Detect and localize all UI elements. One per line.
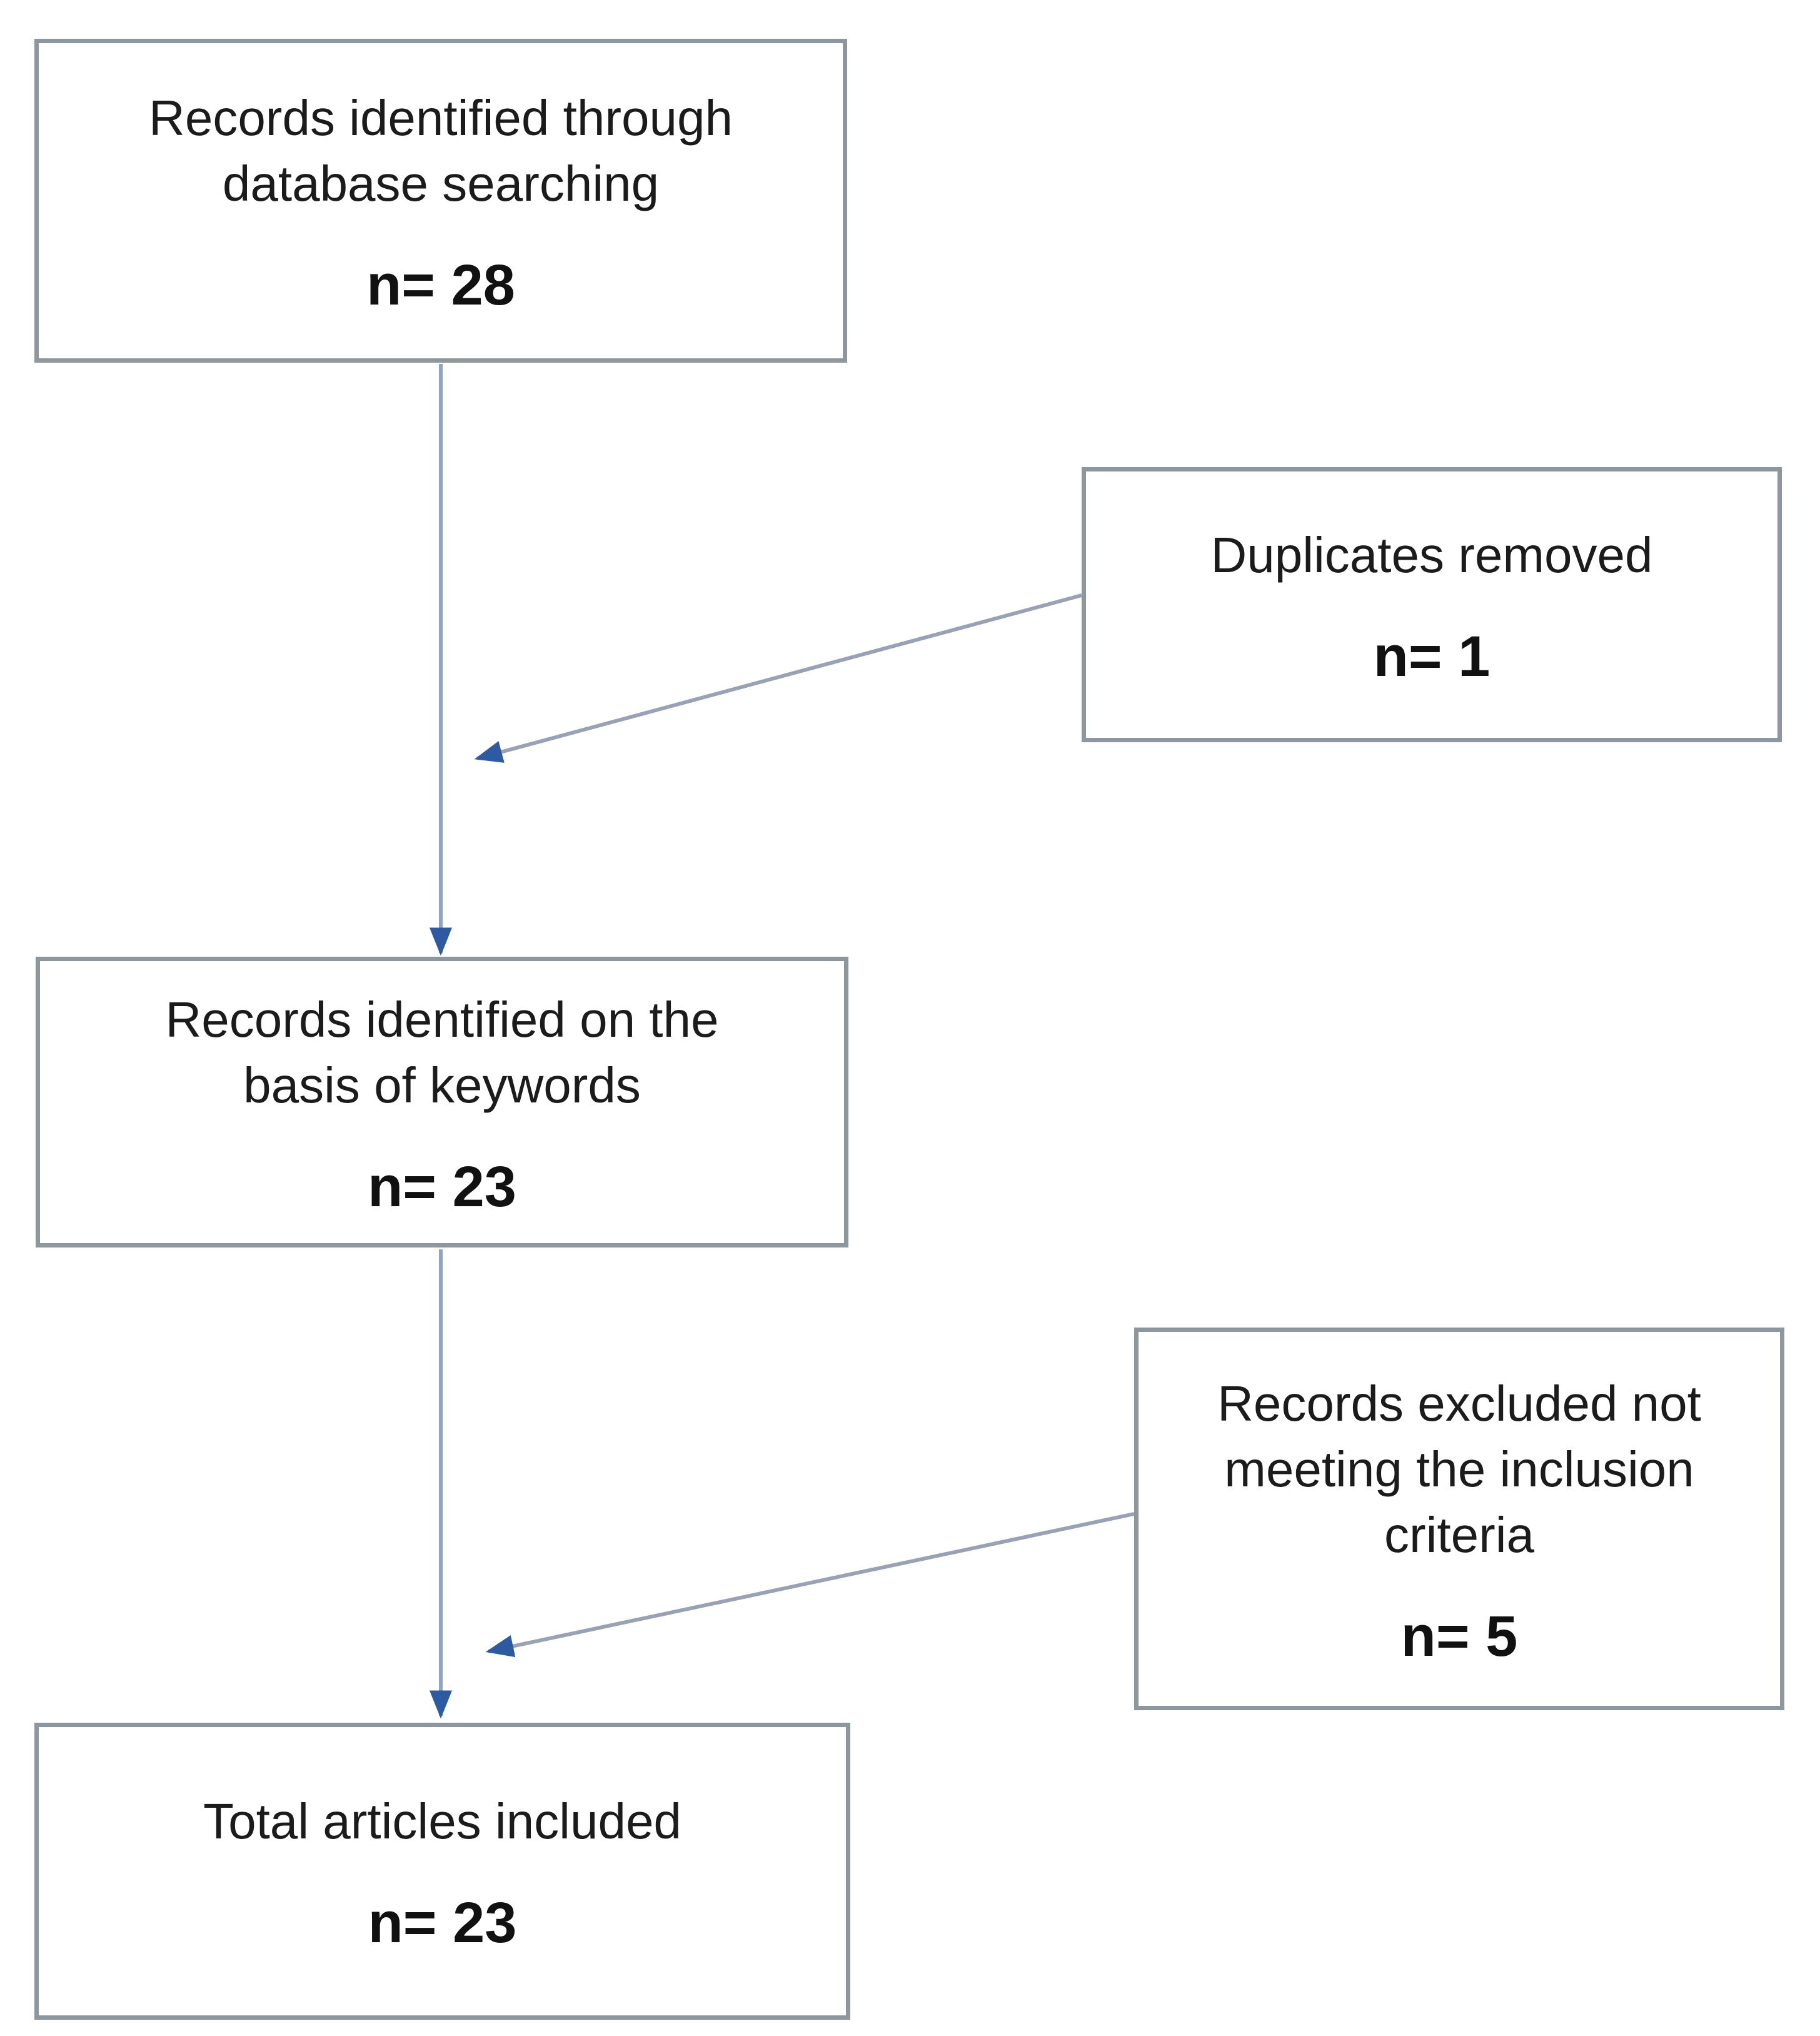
box-count: n= 28 bbox=[366, 253, 515, 317]
box-label: Records identified on the basis of keywo… bbox=[165, 991, 719, 1113]
box-count: n= 23 bbox=[368, 1891, 517, 1955]
box-total-articles-included: Total articles included n= 23 bbox=[34, 1723, 850, 2020]
arrow-excluded-to-flow bbox=[485, 1512, 1135, 1658]
box-records-excluded: Records excluded not meeting the inclusi… bbox=[1134, 1328, 1784, 1710]
box-count: n= 23 bbox=[368, 1154, 516, 1219]
box-label: Duplicates removed bbox=[1210, 527, 1653, 583]
box-count: n= 1 bbox=[1373, 624, 1491, 688]
box-label: Records identified through database sear… bbox=[149, 90, 733, 211]
arrow-duplicates-to-flow bbox=[474, 593, 1082, 763]
box-records-identified-database: Records identified through database sear… bbox=[34, 39, 847, 363]
box-records-identified-keywords: Records identified on the basis of keywo… bbox=[36, 957, 848, 1247]
box-label: Total articles included bbox=[203, 1793, 681, 1849]
box-duplicates-removed: Duplicates removed n= 1 bbox=[1082, 467, 1782, 742]
box-count: n= 5 bbox=[1400, 1604, 1518, 1668]
box-label: Records excluded not meeting the inclusi… bbox=[1217, 1375, 1701, 1563]
